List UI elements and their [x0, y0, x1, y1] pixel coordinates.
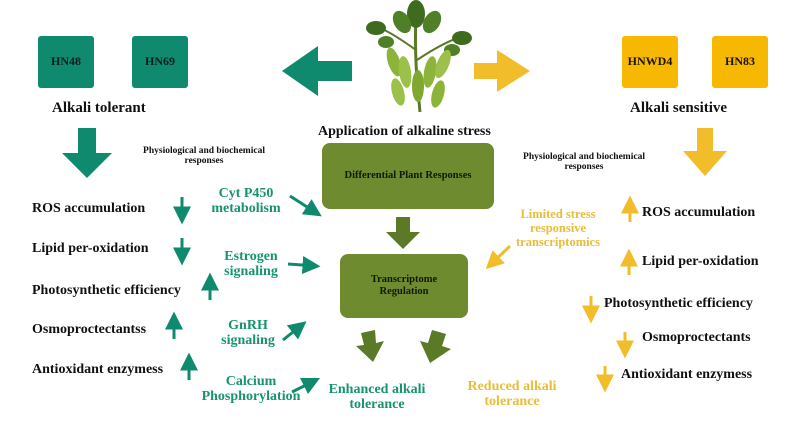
sensitive-trait-ros: ROS accumulation: [642, 205, 756, 220]
big-right-arrow: [474, 50, 530, 92]
sensitive-trait-osmo: Osmoproctectants: [642, 330, 751, 345]
hnwd4-box: HNWD4: [622, 36, 678, 88]
sensitive-trait-antiox: Antioxidant enzymess: [621, 367, 753, 382]
hn48-box: HN48: [38, 36, 94, 88]
enhanced-tolerance-label: Enhanced alkali tolerance: [328, 382, 426, 413]
tolerant-trait-antiox: Antioxidant enzymess: [32, 362, 164, 377]
sensitive-trait-photo: Photosynthetic efficiency: [604, 296, 753, 311]
pathway-calcium: Calcium Phosphorylation: [201, 374, 301, 405]
hn83-box: HN83: [712, 36, 768, 88]
tolerant-down-arrow: [62, 128, 112, 178]
hn83-label: HN83: [725, 54, 755, 69]
tolerant-trait-photo: Photosynthetic efficiency: [32, 283, 181, 298]
sensitive-responses-label: Physiological and biochemical responses: [523, 152, 645, 173]
limited-transcriptomics-label: Limited stress responsive transcriptomic…: [515, 207, 600, 249]
cyt-arrow: [289, 194, 322, 217]
tolerant-trait-osmo: Osmoproctectantss: [32, 322, 147, 337]
sensitive-down-arrow: [683, 128, 727, 176]
tolerant-trait-ros: ROS accumulation: [32, 201, 146, 216]
olive-arrow-enhanced: [356, 330, 384, 362]
tolerant-trait-lipid: Lipid per-oxidation: [32, 241, 149, 256]
hn69-box: HN69: [132, 36, 188, 88]
pathway-estrogen: Estrogen signaling: [224, 249, 278, 280]
calcium-arrow: [291, 377, 321, 395]
differential-responses-label: Differential Plant Responses: [344, 169, 472, 181]
alkali-sensitive-label: Alkali sensitive: [630, 100, 728, 116]
gnrh-arrow: [282, 321, 307, 342]
transcriptome-box: Transcriptome Regulation: [340, 254, 468, 318]
pathway-cyt: Cyt P450 metabolism: [211, 186, 281, 217]
soybean-plant-icon: [366, 0, 472, 113]
differential-responses-box: Differential Plant Responses: [322, 143, 494, 209]
alkali-tolerant-label: Alkali tolerant: [52, 100, 146, 116]
stress-title: Application of alkaline stress: [318, 124, 491, 139]
limited-arrow: [485, 244, 512, 270]
big-left-arrow: [282, 46, 352, 96]
pathway-gnrh: GnRH signaling: [221, 318, 275, 349]
reduced-tolerance-label: Reduced alkali tolerance: [467, 379, 557, 410]
transcriptome-label: Transcriptome Regulation: [370, 273, 438, 297]
hnwd4-label: HNWD4: [627, 54, 673, 69]
olive-arrow-to-transcriptome: [386, 217, 420, 249]
hn69-label: HN69: [145, 54, 175, 69]
hn48-label: HN48: [51, 54, 81, 69]
estrogen-arrow: [287, 256, 321, 275]
olive-arrow-reduced: [420, 330, 451, 363]
tolerant-responses-label: Physiological and biochemical responses: [143, 146, 265, 167]
sensitive-trait-lipid: Lipid per-oxidation: [642, 254, 759, 269]
